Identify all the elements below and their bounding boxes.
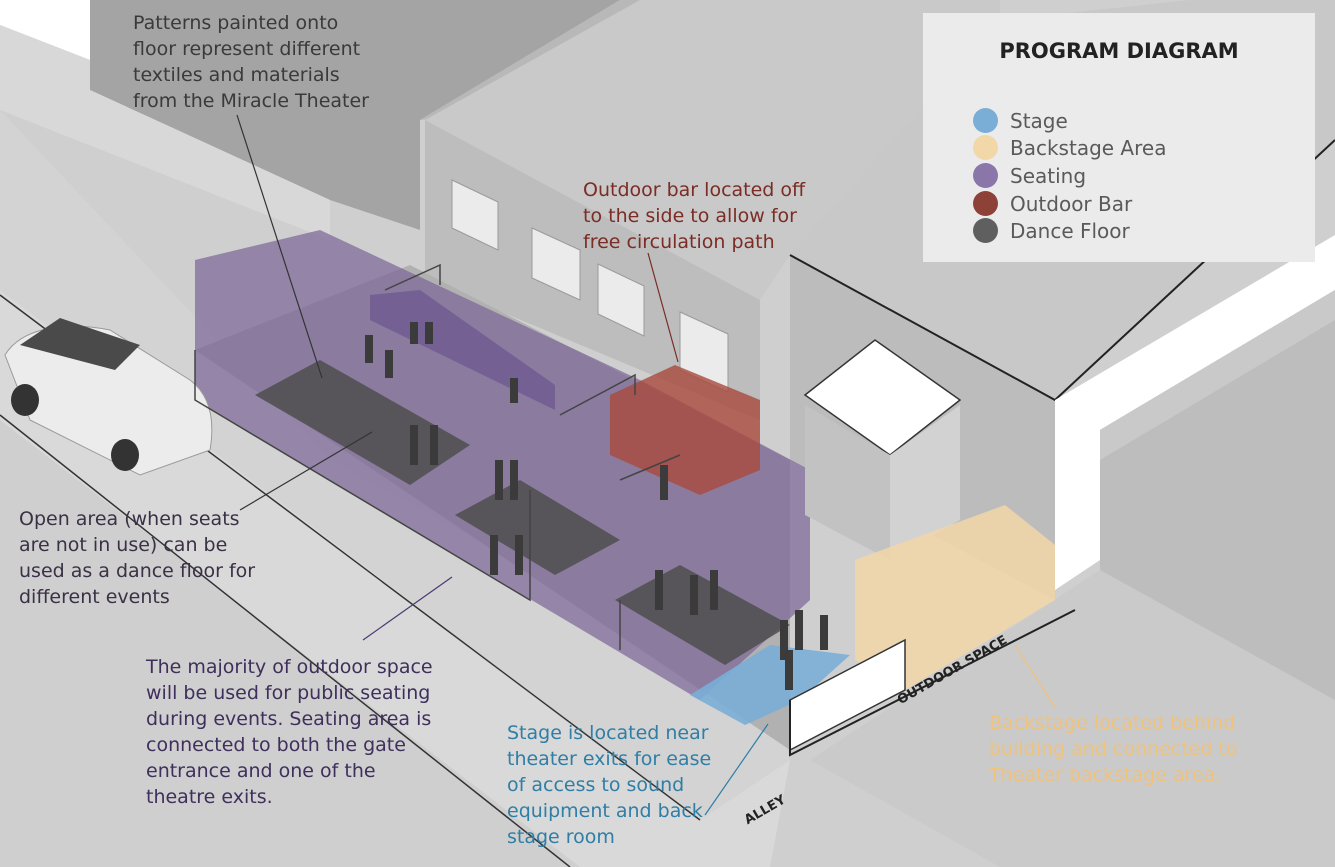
annotation-stage: Stage is located near theater exits for … (507, 722, 712, 848)
annotation-majority-seating: The majority of outdoor space will be us… (146, 656, 433, 808)
back-building-left (90, 0, 620, 230)
center-building-roof (425, 0, 1000, 300)
backstage-house-roof (803, 339, 962, 456)
people (365, 322, 828, 690)
backstage-swatch-icon (973, 135, 998, 160)
legend-item-seating: Seating (973, 162, 1086, 189)
program-diagram-legend: PROGRAM DIAGRAM Stage Backstage Area Sea… (923, 13, 1315, 262)
car (4, 318, 213, 476)
backstage-house-front (805, 405, 890, 560)
legend-item-stage: Stage (973, 107, 1068, 134)
annotation-backstage: Backstage located behind building and co… (989, 712, 1238, 786)
legend-item-backstage: Backstage Area (973, 134, 1166, 161)
facade-windows (451, 179, 729, 393)
legend-item-dance-floor: Dance Floor (973, 217, 1130, 244)
stage-volume (690, 645, 850, 725)
legend-item-outdoor-bar: Outdoor Bar (973, 190, 1132, 217)
seating-swatch-icon (973, 163, 998, 188)
center-building-facade (425, 120, 760, 420)
main-street (0, 110, 790, 820)
annotation-open-area: Open area (when seats are not in use) ca… (19, 508, 256, 608)
lower-right-street (810, 570, 1335, 867)
legend-label: Stage (1010, 108, 1068, 133)
top-left-gap (0, 0, 90, 60)
outdoor-bar-swatch-icon (973, 191, 998, 216)
seating-top (370, 290, 555, 410)
legend-label: Backstage Area (1010, 135, 1167, 160)
legend-label: Dance Floor (1010, 218, 1130, 243)
right-alley (1055, 235, 1335, 590)
upper-sidewalk (0, 25, 330, 240)
annotation-patterns: Patterns painted onto floor represent di… (133, 12, 369, 112)
leader-lines (236, 114, 1056, 816)
stage-swatch-icon (973, 108, 998, 133)
legend-label: Seating (1010, 163, 1087, 188)
outdoor-bar-volume (610, 365, 760, 495)
annotation-outdoor-bar: Outdoor bar located off to the side to a… (583, 179, 806, 253)
legend-label: Outdoor Bar (1010, 191, 1133, 216)
railings (194, 263, 681, 650)
dance-floor-swatch-icon (973, 218, 998, 243)
legend-title: PROGRAM DIAGRAM (999, 39, 1239, 63)
